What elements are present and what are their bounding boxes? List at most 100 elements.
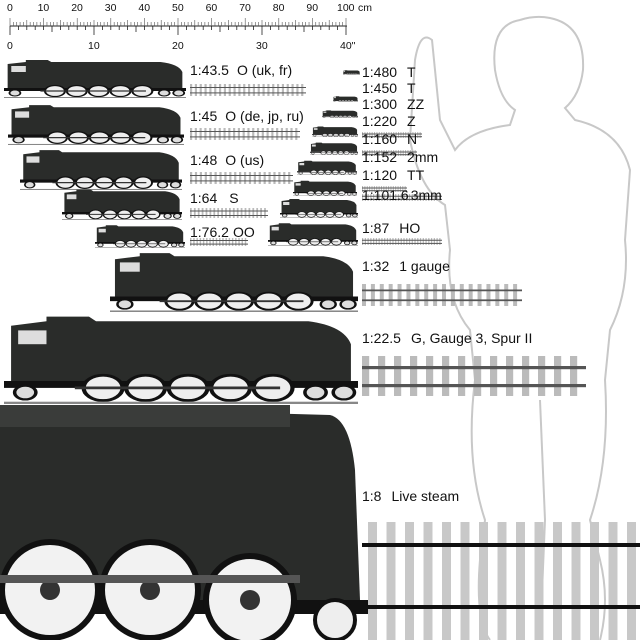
- sleeper: [411, 194, 413, 201]
- sleeper: [390, 150, 392, 156]
- scale-name: T: [407, 80, 416, 96]
- sleeper: [286, 84, 289, 96]
- inch-label: 40": [340, 40, 356, 52]
- sleeper: [383, 132, 385, 138]
- small-wheel: [163, 213, 172, 219]
- rail: [362, 154, 417, 156]
- sleeper: [385, 150, 387, 156]
- sleeper: [201, 208, 204, 218]
- sleeper: [268, 172, 271, 184]
- small-wheel: [319, 298, 337, 310]
- rail: [95, 247, 185, 248]
- sleeper: [204, 84, 207, 96]
- scale-ratio: 1:43.5: [190, 62, 229, 78]
- sleeper: [378, 194, 380, 201]
- sleeper: [458, 356, 466, 396]
- sleeper: [433, 238, 435, 245]
- sleeper: [233, 128, 236, 140]
- sleeper: [197, 208, 200, 218]
- sleeper: [425, 238, 427, 245]
- scale-name: OO: [232, 224, 255, 240]
- sleeper: [378, 186, 380, 192]
- loco-small: [343, 70, 360, 75]
- sleeper: [436, 238, 438, 245]
- sleeper: [247, 128, 250, 140]
- cab-window: [311, 144, 316, 147]
- sleeper: [242, 128, 245, 140]
- scale-name: TT: [407, 167, 425, 183]
- sleeper: [417, 132, 419, 138]
- loco-body: [310, 142, 358, 152]
- sleeper: [423, 522, 433, 640]
- rail: [362, 190, 407, 192]
- small-wheel: [170, 136, 184, 144]
- sleeper: [238, 238, 240, 246]
- sleeper: [291, 84, 294, 96]
- sleeper: [381, 132, 383, 138]
- sleeper: [214, 172, 217, 184]
- sleeper: [405, 522, 414, 640]
- sleeper: [381, 150, 383, 156]
- small-wheel: [178, 242, 185, 248]
- sleeper: [243, 84, 246, 96]
- loco-1-64: [62, 189, 182, 220]
- sleeper: [260, 208, 262, 218]
- sleeper: [194, 84, 198, 96]
- boiler-top: [0, 405, 290, 427]
- cm-label: 10: [37, 2, 50, 14]
- sleeper: [371, 186, 373, 192]
- cm-label: 50: [172, 2, 184, 14]
- sleeper: [206, 238, 208, 246]
- sleeper: [386, 238, 389, 245]
- loco-body: [96, 225, 184, 242]
- scale-name: 1 gauge: [399, 258, 450, 274]
- sleeper: [506, 356, 514, 396]
- scale-ratio: 1:220: [362, 113, 398, 129]
- sleeper: [199, 84, 202, 96]
- scale-ratio: 1:120: [362, 167, 398, 183]
- rail: [190, 136, 300, 138]
- sleeper: [442, 356, 450, 396]
- sleeper: [538, 356, 546, 396]
- sleeper: [232, 208, 235, 218]
- sleeper: [439, 194, 441, 201]
- sleeper: [190, 84, 193, 96]
- small-wheel: [347, 171, 352, 175]
- cab-window: [15, 111, 30, 118]
- sleeper: [367, 238, 369, 245]
- wheel-hub: [240, 590, 260, 610]
- rail: [362, 289, 522, 292]
- sleeper: [199, 238, 202, 246]
- sleeper: [388, 284, 393, 306]
- cm-label: 30: [104, 2, 117, 14]
- scale-ratio: 1:160: [362, 131, 398, 147]
- sleeper: [402, 132, 404, 138]
- small-wheel: [12, 136, 25, 144]
- sleeper: [228, 84, 231, 96]
- sleeper: [386, 132, 388, 138]
- rail: [190, 180, 293, 182]
- loco-1-45: [8, 105, 184, 145]
- scale-ratio: 1:22.5: [362, 330, 401, 346]
- sleeper: [571, 522, 581, 640]
- small-wheel: [356, 100, 358, 102]
- sleeper: [414, 132, 416, 138]
- small-wheel: [24, 181, 36, 189]
- sleeper: [398, 132, 400, 138]
- sleeper: [212, 238, 215, 246]
- sleeper: [383, 150, 385, 156]
- sleeper: [221, 208, 223, 218]
- sleeper: [376, 186, 378, 192]
- sleeper: [419, 238, 422, 245]
- sleeper: [415, 284, 420, 306]
- track-1-45: [190, 128, 300, 140]
- sleeper: [244, 238, 247, 246]
- sleeper: [439, 238, 441, 245]
- sleeper: [522, 356, 530, 396]
- sleeper: [392, 194, 394, 201]
- sleeper: [397, 284, 402, 306]
- small-wheel: [12, 384, 38, 401]
- scale-ratio: 1:480: [362, 64, 398, 80]
- cab-window: [26, 156, 40, 163]
